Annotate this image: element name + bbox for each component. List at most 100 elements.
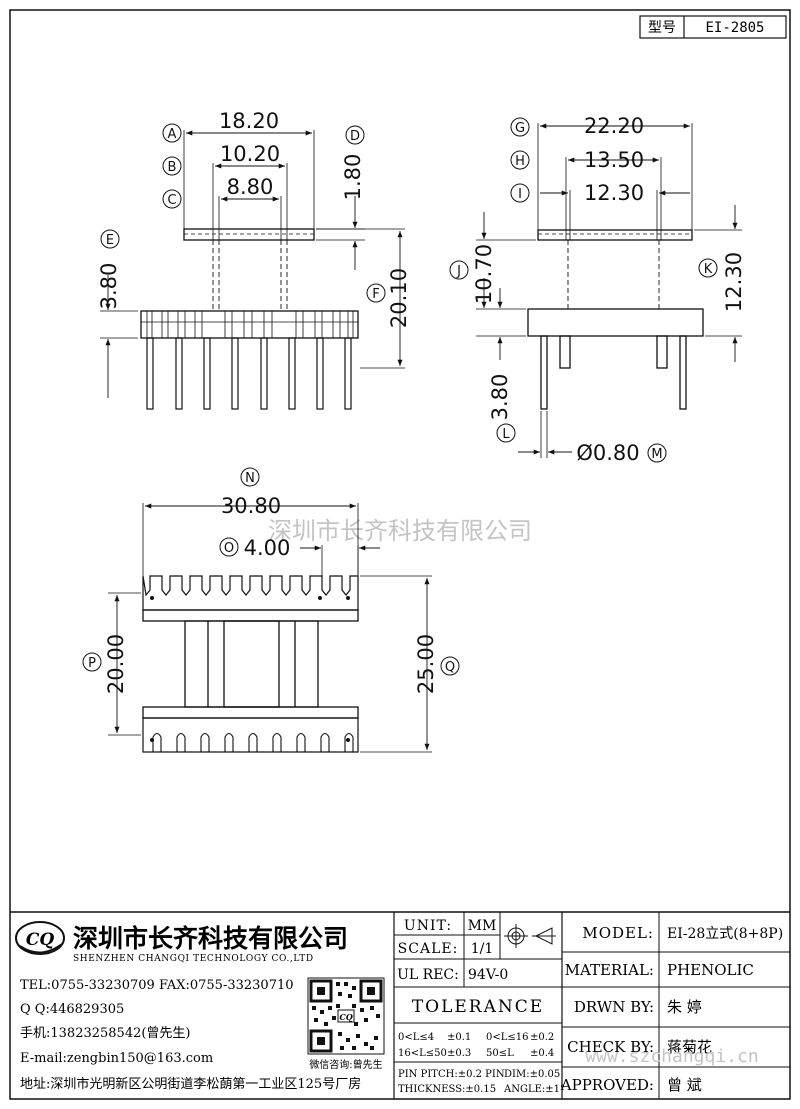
side-flange: [537, 229, 693, 241]
logo-letters: CQ: [26, 930, 55, 950]
top-lower-strip: [142, 706, 359, 719]
ulrec-value: 94V-0: [468, 967, 508, 983]
top-dim-o: 4.00: [244, 536, 291, 560]
info-check-value: 蒋菊花: [667, 1038, 712, 1056]
watermark-company: 深圳市长齐科技有限公司: [268, 517, 532, 545]
info-drawn-value: 朱 婷: [667, 998, 702, 1016]
side-pin-left: [540, 335, 548, 410]
top-upper-strip: [142, 609, 359, 622]
tol-dim: DIM:±0.05: [504, 1069, 560, 1080]
side-pin-right: [679, 335, 687, 410]
side-dim-k: 12.30: [722, 252, 746, 312]
top-core-window: [223, 620, 280, 708]
side-label-i: I: [518, 187, 522, 202]
side-label-k: K: [704, 262, 713, 277]
info-drawn-label: DRWN BY:: [574, 998, 654, 1016]
tol-range-4: 50≤L: [486, 1048, 514, 1059]
front-dim-b: 10.20: [220, 142, 280, 166]
side-leg-right: [656, 335, 668, 369]
top-pin-dots: [150, 596, 350, 742]
side-view: [476, 123, 742, 458]
top-label-q: Q: [445, 660, 455, 675]
company-logo: CQ: [15, 921, 65, 955]
tol-value-3: ±0.3: [447, 1048, 471, 1059]
svg-text:CQ: CQ: [339, 1012, 352, 1022]
front-base: [140, 310, 359, 339]
tolerance-label: TOLERANCE: [412, 997, 544, 1017]
sheet-border: [9, 9, 791, 1100]
company-email: E-mail:zengbin150@163.com: [20, 1051, 213, 1066]
tol-value-2: ±0.2: [530, 1032, 554, 1043]
top-dim-q: 25.00: [414, 634, 438, 694]
top-label-o: O: [224, 541, 234, 556]
top-comb-lower-slots: [152, 732, 354, 752]
front-label-d: D: [350, 129, 360, 144]
tol-range-3: 16<L≤50: [398, 1048, 447, 1059]
front-dim-e: 3.80: [97, 263, 121, 310]
tol-pin-pitch: PIN PITCH:±0.2 PIN: [398, 1069, 505, 1080]
scale-value: 1/1: [471, 941, 494, 957]
top-comb-lower: [142, 717, 359, 753]
side-dim-l: 3.80: [488, 374, 512, 421]
side-leg-left: [559, 335, 571, 369]
tol-range-1: 0<L≤4: [398, 1032, 434, 1043]
top-dim-n: 30.80: [221, 494, 281, 518]
tol-thickness: THICKNESS:±0.15: [398, 1084, 496, 1095]
tol-value-1: ±0.1: [447, 1032, 471, 1043]
company-address: 地址:深圳市光明新区公明街道李松蓢第一工业区125号厂房: [20, 1076, 361, 1092]
top-view-labels: N O P Q 30.80 4.00 20.00 25.00: [82, 467, 460, 694]
info-material-value: PHENOLIC: [667, 961, 754, 979]
header-model-value: EI-2805: [705, 20, 764, 36]
front-dim-c: 8.80: [227, 175, 274, 199]
qr-code-icon: CQ: [307, 977, 385, 1055]
top-label-p: P: [88, 656, 96, 671]
projection-symbol-icon: [504, 924, 556, 948]
top-dim-p: 20.00: [104, 634, 128, 694]
info-approved-value: 曾 斌: [667, 1076, 702, 1094]
info-material-label: MATERIAL:: [565, 961, 654, 979]
side-dim-h: 13.50: [584, 148, 644, 172]
top-view: [108, 503, 432, 753]
front-view-labels: A B C D E F 18.20 10.20 8.80 1.80 3.80 2…: [97, 109, 411, 328]
tol-range-2: 0<L≤16: [486, 1032, 529, 1043]
side-base: [527, 308, 704, 337]
front-view: [100, 130, 405, 410]
header-model-label: 型号: [648, 20, 676, 36]
front-label-f: F: [372, 287, 379, 302]
ulrec-label: UL REC:: [397, 967, 459, 983]
info-model-value: EI-28立式(8+8P): [667, 926, 783, 942]
company-mobile: 手机:13823258542(曾先生): [20, 1026, 191, 1041]
header-model-box: 型号 EI-2805: [639, 15, 787, 39]
side-dim-g: 22.20: [584, 114, 644, 138]
side-dim-i: 12.30: [584, 181, 644, 205]
side-dim-m: Ø0.80: [576, 441, 639, 465]
qr-caption: 微信咨询:曾先生: [309, 1058, 382, 1071]
top-body: [184, 620, 319, 708]
company-tel: TEL:0755-33230709 FAX:0755-33230710: [20, 978, 294, 993]
front-dim-a: 18.20: [219, 109, 279, 133]
info-approved-label: APPROVED:: [560, 1076, 654, 1094]
front-dim-d: 1.80: [341, 154, 365, 201]
front-base-ribs: [141, 311, 358, 338]
front-label-a: A: [168, 127, 177, 142]
side-label-h: H: [515, 154, 525, 169]
company-name-en: SHENZHEN CHANGQI TECHNOLOGY CO.,LTD: [73, 954, 314, 964]
side-label-g: G: [515, 121, 525, 136]
front-label-c: C: [167, 193, 176, 208]
top-comb-upper: [142, 575, 359, 611]
scale-label: SCALE:: [398, 941, 459, 957]
unit-label: UNIT:: [404, 918, 452, 934]
front-label-b: B: [168, 160, 177, 175]
company-name-cn: 深圳市长齐科技有限公司: [73, 924, 348, 953]
tol-value-4: ±0.4: [530, 1048, 554, 1059]
side-view-labels: G H I J K L M 22.20 13.50 12.30 10.70 12…: [449, 114, 746, 465]
front-pins: [146, 337, 352, 410]
front-flange: [183, 228, 315, 241]
side-label-l: L: [502, 427, 510, 442]
tol-angle: ANGLE:±1°: [503, 1084, 565, 1095]
side-dim-j: 10.70: [472, 244, 496, 304]
company-qq: Q Q:446829305: [20, 1002, 124, 1017]
info-check-label: CHECK BY:: [567, 1038, 654, 1056]
watermark-url: www.szchangqi.cn: [585, 1046, 758, 1067]
